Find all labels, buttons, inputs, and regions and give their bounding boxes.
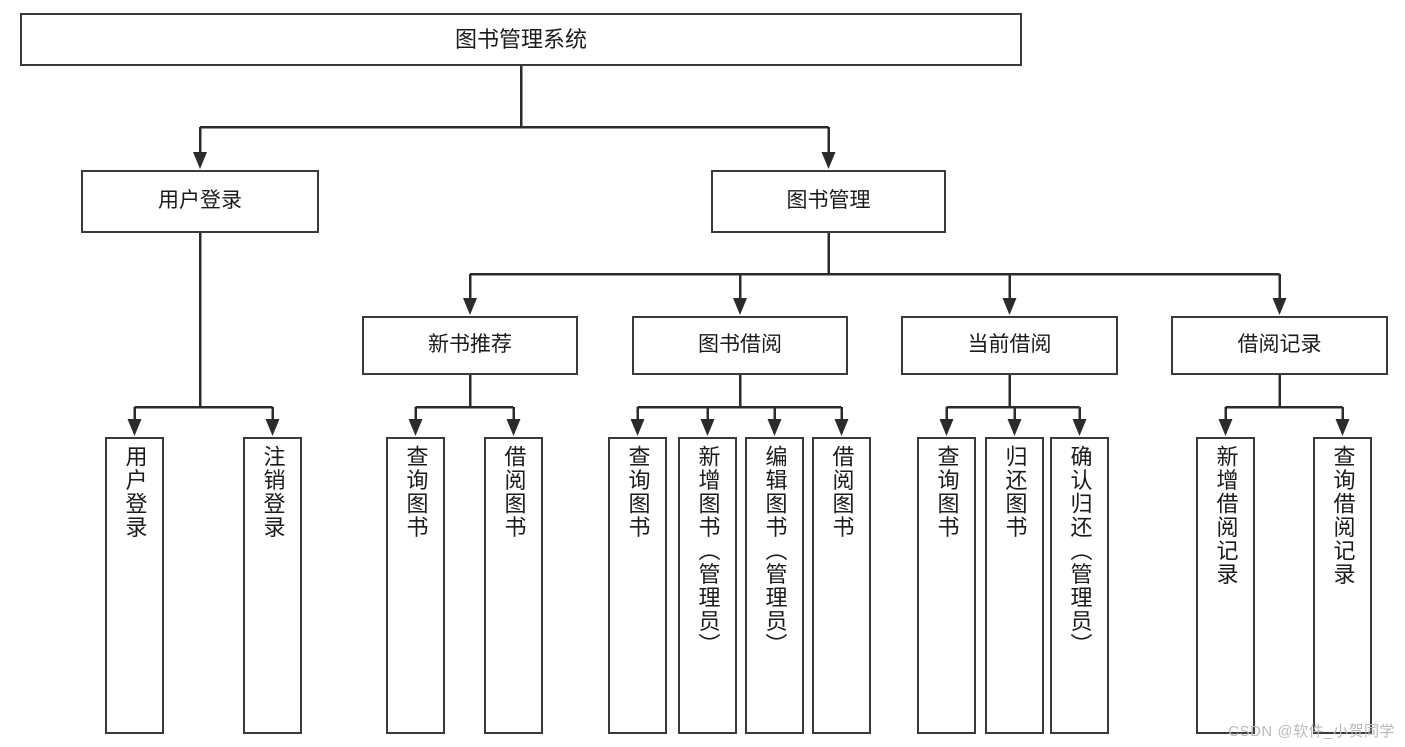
node-label: 图书借阅 [698,333,782,357]
node-leaf-return-book[interactable]: 归还图书 [985,437,1044,734]
node-label: 注销登录 [260,445,286,539]
node-label: 用户登录 [122,445,148,539]
node-leaf-add-record[interactable]: 新增借阅记录 [1196,437,1255,734]
node-root[interactable]: 图书管理系统 [20,13,1022,66]
node-label: 归还图书 [1002,445,1028,539]
node-leaf-edit-book[interactable]: 编辑图书（管理员） [745,437,804,734]
node-leaf-query-book-3[interactable]: 查询图书 [917,437,976,734]
node-label: 查询图书 [403,445,429,539]
node-label: 当前借阅 [967,333,1052,357]
node-leaf-confirm-ret[interactable]: 确认归还（管理员） [1050,437,1109,734]
node-label: 新书推荐 [428,333,512,357]
node-book-manage[interactable]: 图书管理 [711,170,946,233]
node-label: 借阅图书 [829,445,855,539]
node-label: 查询图书 [625,445,651,539]
node-label: 图书管理系统 [454,26,587,52]
node-leaf-borrow-book-1[interactable]: 借阅图书 [484,437,543,734]
node-label: 查询图书 [934,445,960,539]
node-label: 借阅记录 [1237,333,1322,357]
node-borrow-record[interactable]: 借阅记录 [1171,316,1388,375]
node-label: 新增图书（管理员） [695,445,721,657]
node-label: 编辑图书（管理员） [762,445,788,657]
node-label: 新增借阅记录 [1213,445,1239,586]
node-leaf-query-book-1[interactable]: 查询图书 [386,437,445,734]
watermark: CSDN @软件_小贺同学 [1228,723,1395,740]
node-label: 用户登录 [158,189,242,213]
node-label: 确认归还（管理员） [1067,445,1093,657]
node-label: 借阅图书 [501,445,527,539]
node-label: 图书管理 [786,189,871,213]
node-leaf-query-record[interactable]: 查询借阅记录 [1313,437,1372,734]
node-leaf-add-book[interactable]: 新增图书（管理员） [678,437,737,734]
node-leaf-logout[interactable]: 注销登录 [243,437,302,734]
node-leaf-query-book-2[interactable]: 查询图书 [608,437,667,734]
node-current-borrow[interactable]: 当前借阅 [901,316,1118,375]
node-leaf-user-login[interactable]: 用户登录 [105,437,164,734]
node-leaf-borrow-book-2[interactable]: 借阅图书 [812,437,871,734]
node-book-borrow[interactable]: 图书借阅 [632,316,848,375]
node-label: 查询借阅记录 [1330,445,1356,586]
node-user-login[interactable]: 用户登录 [81,170,319,233]
node-new-book-rec[interactable]: 新书推荐 [362,316,578,375]
